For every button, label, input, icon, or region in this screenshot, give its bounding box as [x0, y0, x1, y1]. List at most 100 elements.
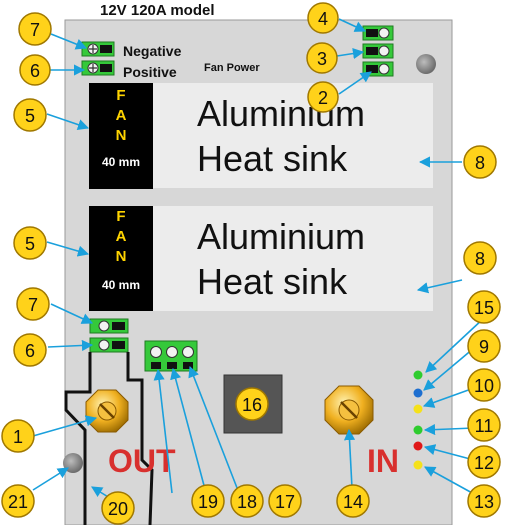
callout-17-number: 17 [275, 492, 295, 512]
led-green-11 [413, 425, 423, 435]
callout-19-number: 19 [198, 492, 218, 512]
leader-11 [423, 423, 475, 436]
callout-5-top-number: 5 [25, 106, 35, 126]
label-out: OUT [108, 443, 176, 479]
callout-8-top: 8 [463, 145, 497, 179]
callout-4: 4 [307, 2, 339, 34]
callout-10-number: 10 [474, 376, 494, 396]
diagram-title: 12V 120A model [100, 2, 215, 19]
mounting-hole-top [416, 54, 436, 74]
callout-13-number: 13 [474, 492, 494, 512]
leader-14 [343, 428, 356, 489]
callout-3: 3 [306, 42, 338, 74]
callout-7-top: 7 [18, 12, 52, 46]
fan-top [89, 83, 153, 189]
callout-4-number: 4 [318, 9, 328, 29]
callout-1: 1 [1, 419, 35, 453]
callout-11: 11 [467, 408, 501, 442]
callout-9: 9 [467, 329, 501, 363]
callout-13: 13 [467, 484, 501, 518]
power-terminal-top-left [81, 41, 115, 76]
callout-7-bottom-number: 7 [28, 295, 38, 315]
fan-terminal-lower-left [89, 318, 129, 353]
leader-17 [188, 365, 240, 494]
callout-5-bottom: 5 [13, 226, 47, 260]
callout-8-bottom-number: 8 [475, 249, 485, 269]
callout-21-number: 21 [8, 492, 28, 512]
callout-8-bottom: 8 [463, 241, 497, 275]
callout-2-number: 2 [318, 88, 328, 108]
callout-16-number: 16 [242, 395, 262, 415]
led-red-12 [413, 441, 423, 451]
callout-18-number: 18 [237, 492, 257, 512]
fan-bottom-letter-f: F [116, 208, 125, 225]
callout-19: 19 [191, 484, 225, 518]
callout-1-number: 1 [13, 427, 23, 447]
fan-bottom [89, 206, 153, 311]
leader-18 [170, 367, 207, 494]
output-bolt [85, 389, 129, 433]
leader-10 [422, 387, 475, 408]
callout-5-bottom-number: 5 [25, 234, 35, 254]
callout-9-number: 9 [479, 337, 489, 357]
callout-6-bottom: 6 [13, 333, 47, 367]
led-green-15 [413, 370, 423, 380]
fan-bottom-size: 40 mm [102, 278, 140, 292]
callout-18: 18 [230, 484, 264, 518]
callout-14: 14 [336, 484, 370, 518]
fan-bottom-letter-n: N [116, 248, 127, 265]
fan-top-letter-n: N [116, 127, 127, 144]
callout-12: 12 [467, 445, 501, 479]
callout-10: 10 [467, 368, 501, 402]
output-wire-right [126, 352, 154, 525]
leader-5-bottom [46, 241, 90, 257]
led-yellow-10 [413, 404, 423, 414]
input-bolt [324, 385, 374, 435]
callout-20: 20 [101, 491, 135, 525]
callout-3-number: 3 [317, 49, 327, 69]
led-blue-9 [413, 388, 423, 398]
callout-21: 21 [1, 484, 35, 518]
callout-5-top: 5 [13, 98, 47, 132]
callout-2: 2 [307, 81, 339, 113]
label-in: IN [367, 443, 399, 479]
fan-top-size: 40 mm [102, 155, 140, 169]
callout-15-number: 15 [474, 298, 494, 318]
label-fan-power: Fan Power [204, 62, 260, 74]
signal-terminal-block [144, 340, 198, 372]
callout-11-number: 11 [475, 416, 494, 436]
callout-15: 15 [467, 290, 501, 324]
label-positive: Positive [123, 64, 177, 80]
label-negative: Negative [123, 43, 182, 59]
leader-1 [32, 415, 98, 437]
fan-power-terminal [362, 25, 394, 77]
leader-7-top [50, 33, 88, 50]
callout-7-bottom: 7 [16, 287, 50, 321]
leader-21 [32, 467, 69, 491]
callout-14-number: 14 [343, 492, 363, 512]
leader-19 [153, 368, 173, 494]
output-wire-left [64, 352, 92, 525]
leader-5-top [46, 113, 90, 131]
leader-12 [423, 444, 475, 461]
callout-17: 17 [268, 484, 302, 518]
callout-12-number: 12 [474, 453, 494, 473]
leader-15 [425, 317, 485, 373]
callouts: 7 6 4 3 2 5 5 8 8 7 6 15 9 10 11 12 [1, 2, 501, 525]
leader-2 [338, 71, 372, 95]
callout-8-top-number: 8 [475, 153, 485, 173]
led-yellow-13 [413, 460, 423, 470]
fan-top-letter-f: F [116, 87, 125, 104]
leader-9 [423, 347, 475, 391]
leader-4 [338, 18, 367, 32]
leader-lines [32, 18, 485, 504]
callout-6-top-number: 6 [30, 61, 40, 81]
callout-16: 16 [235, 387, 269, 421]
callout-7-top-number: 7 [30, 20, 40, 40]
leader-8-bottom [416, 279, 463, 294]
callout-20-number: 20 [108, 499, 128, 519]
callout-6-bottom-number: 6 [25, 341, 35, 361]
leader-6-bottom [47, 339, 94, 352]
leader-3 [336, 47, 365, 60]
